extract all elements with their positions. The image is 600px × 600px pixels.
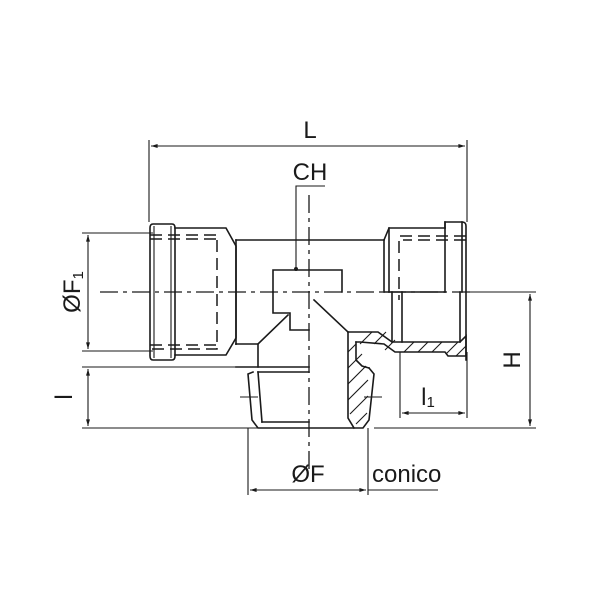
right-end (347, 221, 467, 361)
dimension-H: H (374, 291, 536, 429)
label-l1-sub: 1 (427, 394, 435, 411)
left-end (149, 223, 237, 361)
dimension-l1: l1 (399, 352, 468, 418)
label-L: L (303, 117, 316, 144)
label-OF1: ØF (59, 280, 86, 313)
dimension-l: l (51, 366, 258, 429)
bottom-branch (240, 331, 382, 430)
center-body (235, 239, 385, 368)
label-H: H (499, 351, 526, 368)
dimension-OF1: ØF1 (59, 232, 153, 352)
dimension-L: L (148, 117, 468, 222)
label-conico: conico (372, 461, 441, 488)
svg-text:ØF1: ØF1 (59, 271, 87, 313)
label-l1: l (421, 384, 426, 411)
label-l: l (51, 394, 78, 399)
label-CH: CH (293, 159, 328, 186)
label-OF: ØF (291, 461, 324, 488)
svg-text:l1: l1 (421, 384, 435, 411)
dimension-OF: ØF conico (247, 428, 441, 495)
dimension-CH: CH (293, 159, 328, 271)
label-OF1-sub: 1 (70, 271, 87, 279)
